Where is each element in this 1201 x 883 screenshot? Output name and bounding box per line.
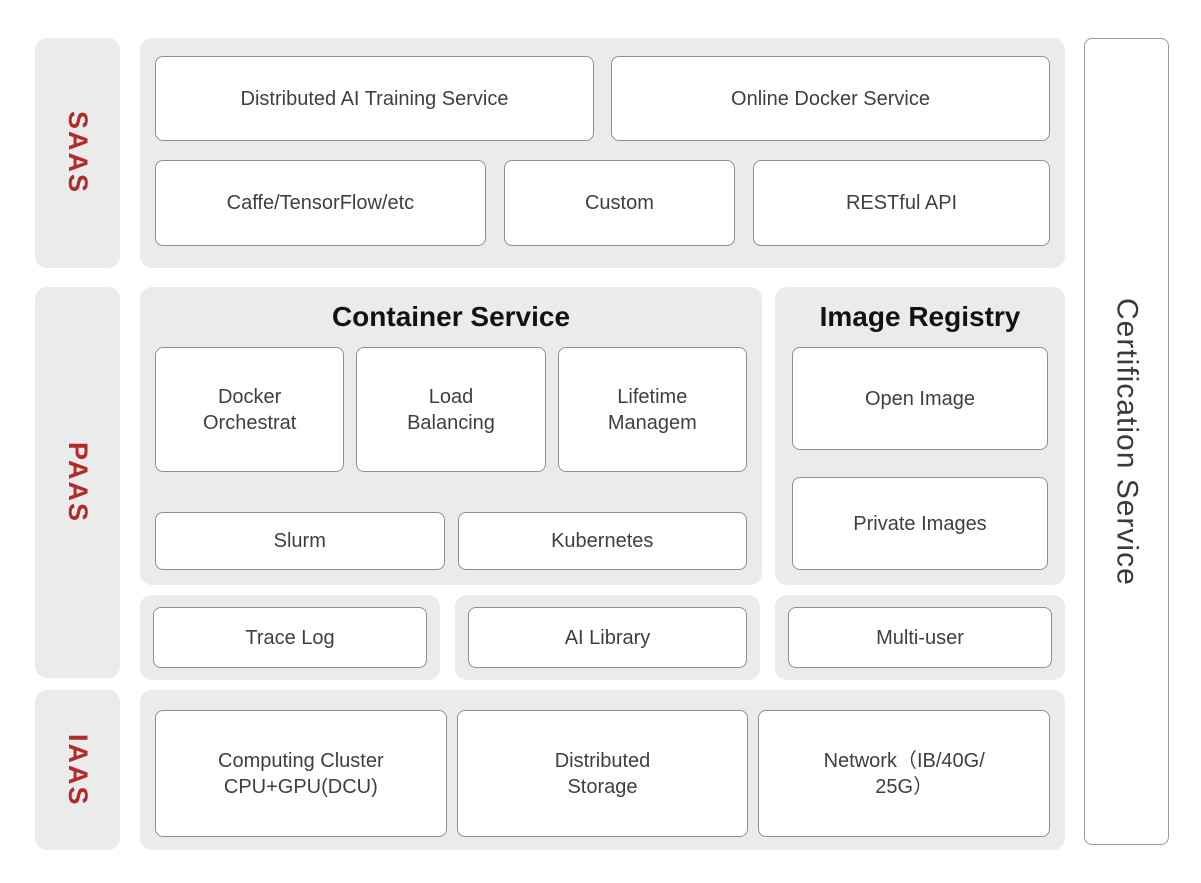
box-distributed-ai-training-service: Distributed AI Training Service: [155, 56, 594, 141]
iaas-row: Computing Cluster CPU+GPU(DCU) Distribut…: [155, 710, 1051, 837]
box-network: Network（IB/40G/ 25G）: [758, 710, 1051, 837]
box-online-docker-service: Online Docker Service: [611, 56, 1050, 141]
certification-service-label: Certification Service: [1110, 297, 1144, 586]
box-open-image: Open Image: [792, 347, 1048, 450]
box-computing-cluster: Computing Cluster CPU+GPU(DCU): [155, 710, 447, 837]
box-caffe-tensorflow-etc: Caffe/TensorFlow/etc: [155, 160, 486, 246]
box-lifetime-managem: Lifetime Managem: [557, 347, 747, 472]
box-distributed-storage: Distributed Storage: [456, 710, 749, 837]
box-trace-log: Trace Log: [153, 607, 427, 668]
container-service-row-1: Docker Orchestrat Load Balancing Lifetim…: [155, 347, 747, 472]
saas-row-1: Distributed AI Training Service Online D…: [155, 56, 1050, 141]
paas-layer-label: PAAS: [35, 287, 120, 678]
container-service-panel: Container Service Docker Orchestrat Load…: [140, 287, 762, 585]
saas-layer-label-text: SAAS: [63, 111, 93, 195]
saas-layer-label: SAAS: [35, 38, 120, 268]
saas-row-2: Caffe/TensorFlow/etc Custom RESTful API: [155, 160, 1050, 246]
box-docker-orchestrat: Docker Orchestrat: [155, 347, 345, 472]
iaas-layer-label-text: IAAS: [63, 733, 93, 807]
box-multi-user: Multi-user: [788, 607, 1052, 668]
box-custom: Custom: [503, 160, 736, 246]
saas-panel: Distributed AI Training Service Online D…: [140, 38, 1065, 268]
box-restful-api: RESTful API: [753, 160, 1050, 246]
trace-log-panel: Trace Log: [140, 595, 440, 680]
box-load-balancing: Load Balancing: [356, 347, 546, 472]
certification-service-panel: Certification Service: [1084, 38, 1169, 845]
container-service-title: Container Service: [331, 301, 571, 332]
iaas-layer-label: IAAS: [35, 690, 120, 850]
ai-library-panel: AI Library: [455, 595, 760, 680]
iaas-panel: Computing Cluster CPU+GPU(DCU) Distribut…: [140, 690, 1065, 850]
box-private-images: Private Images: [792, 477, 1048, 570]
paas-layer-label-text: PAAS: [63, 441, 93, 523]
multi-user-panel: Multi-user: [775, 595, 1065, 680]
container-service-row-2: Slurm Kubernetes: [155, 512, 747, 570]
image-registry-panel: Image Registry Open Image Private Images: [775, 287, 1065, 585]
box-ai-library: AI Library: [468, 607, 747, 668]
box-kubernetes: Kubernetes: [457, 512, 747, 570]
image-registry-title: Image Registry: [819, 301, 1021, 332]
box-slurm: Slurm: [155, 512, 445, 570]
